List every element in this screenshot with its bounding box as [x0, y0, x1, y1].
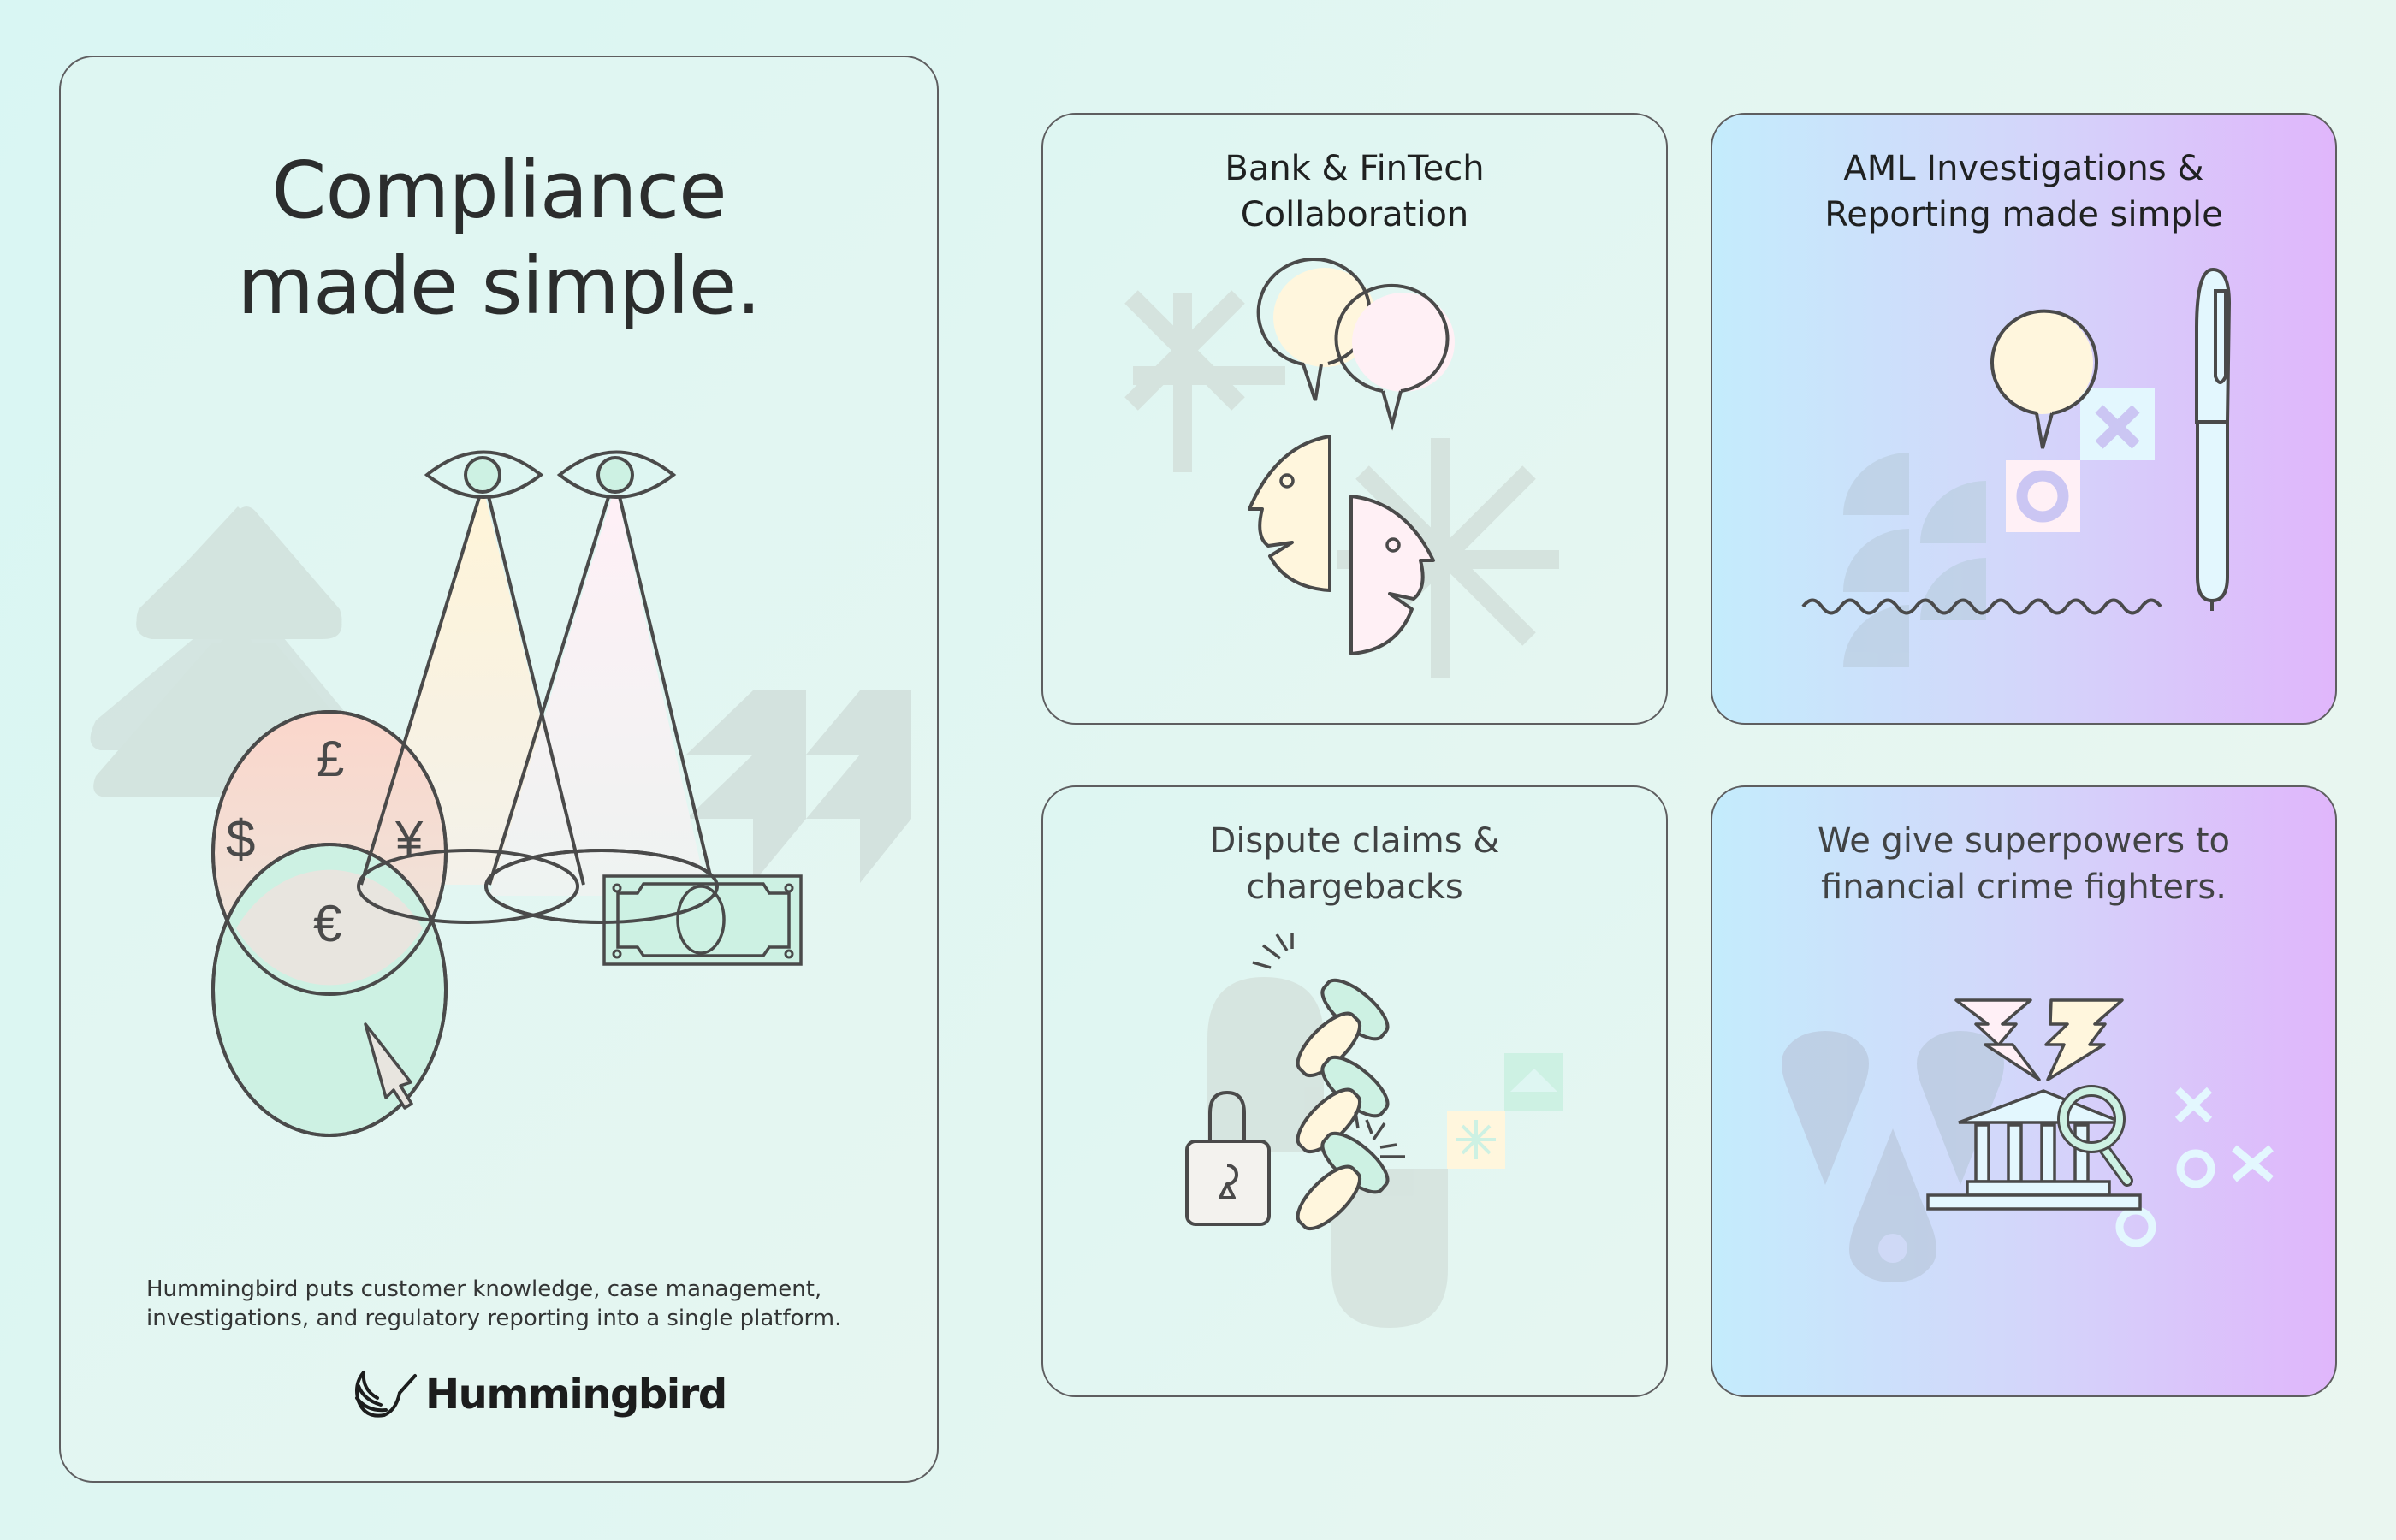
card-title-line: AML Investigations &	[1843, 149, 2204, 188]
hero-illustration: £ $ ¥ €	[90, 450, 911, 1137]
chevron-decoration	[686, 690, 911, 883]
bank-building-icon	[1926, 1089, 2142, 1211]
feature-card-superpowers[interactable]: We give superpowers to financial crime f…	[1711, 785, 2337, 1397]
quarter-circle-decoration	[1842, 453, 1986, 667]
cursor-arrow-icon	[364, 1022, 413, 1110]
padlock-icon	[1185, 1090, 1271, 1226]
hero-title: Compliance made simple.	[61, 143, 937, 335]
card-title-line: Reporting made simple	[1824, 195, 2223, 234]
hero-card: £ $ ¥ €	[59, 56, 939, 1483]
currency-dollar-icon: $	[226, 810, 255, 869]
hummingbird-logo-icon	[355, 1371, 417, 1418]
dispute-illustration	[1185, 933, 1563, 1328]
pen-icon	[2195, 267, 2232, 611]
currency-euro-icon: €	[313, 895, 341, 952]
card-title-line: Collaboration	[1240, 195, 1469, 234]
eye-icon	[424, 450, 544, 499]
speech-bubble-icon	[1334, 283, 1455, 431]
signature-squiggle	[1801, 598, 2162, 615]
lightning-bolt-icon	[2044, 998, 2124, 1081]
light-cone	[489, 486, 708, 896]
card-title: Bank & FinTech Collaboration	[1043, 145, 1666, 238]
brand-name: Hummingbird	[425, 1371, 727, 1419]
card-title: We give superpowers to financial crime f…	[1712, 818, 2335, 910]
o-mark-icon	[2016, 470, 2069, 523]
x-mark-icon	[2095, 405, 2140, 449]
face-profile-icon	[1248, 435, 1331, 592]
x-o-marks-decoration	[2115, 1087, 2274, 1247]
card-title: AML Investigations & Reporting made simp…	[1712, 145, 2335, 238]
map-pin-decoration	[1782, 1031, 2004, 1282]
lightning-bolt-icon	[1954, 998, 2041, 1081]
magnifier-icon	[2057, 1085, 2133, 1187]
hero-description-line: Hummingbird puts customer knowledge, cas…	[146, 1276, 822, 1302]
aml-illustration	[1801, 267, 2232, 667]
pill-decoration	[1207, 977, 1448, 1328]
feature-card-aml-investigations[interactable]: AML Investigations & Reporting made simp…	[1711, 113, 2337, 725]
collaboration-illustration	[1124, 258, 1559, 678]
currency-pound-icon: £	[317, 732, 344, 787]
brand-logo[interactable]: Hummingbird	[352, 1360, 727, 1429]
card-title-line: financial crime fighters.	[1821, 868, 2227, 907]
feature-card-dispute-claims[interactable]: Dispute claims & chargebacks	[1041, 785, 1668, 1397]
hero-description: Hummingbird puts customer knowledge, cas…	[146, 1275, 899, 1333]
feature-card-bank-fintech[interactable]: Bank & FinTech Collaboration	[1041, 113, 1668, 725]
speech-bubble-icon	[1990, 309, 2098, 449]
card-title-line: chargebacks	[1246, 868, 1463, 907]
superpowers-illustration	[1782, 998, 2274, 1282]
motion-lines	[1252, 933, 1405, 1158]
hero-title-line: Compliance	[271, 145, 727, 236]
face-profile-icon	[1349, 495, 1435, 655]
card-title-line: We give superpowers to	[1817, 821, 2230, 861]
hero-title-line: made simple.	[237, 240, 761, 332]
coin-icon	[1296, 978, 1390, 1231]
card-title: Dispute claims & chargebacks	[1043, 818, 1666, 910]
card-title-line: Dispute claims &	[1209, 821, 1500, 861]
hero-description-line: investigations, and regulatory reporting…	[146, 1306, 842, 1331]
card-title-line: Bank & FinTech	[1225, 149, 1485, 188]
eye-icon	[556, 450, 677, 499]
